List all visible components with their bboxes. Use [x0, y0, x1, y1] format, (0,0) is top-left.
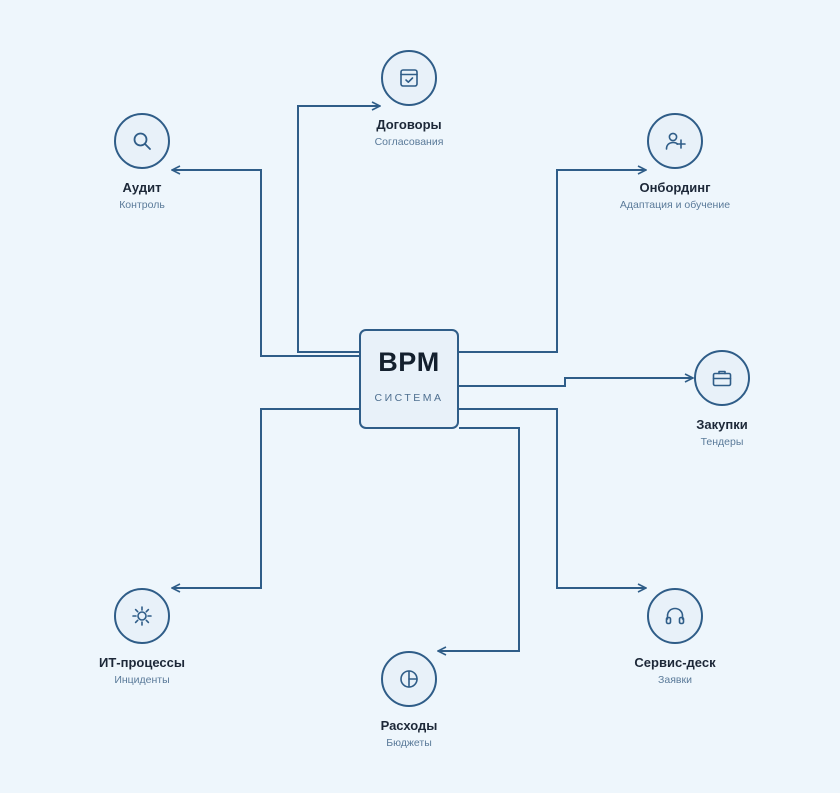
node-it[interactable]: [114, 588, 170, 644]
node-subtitle-servicedesk: Заявки: [658, 674, 692, 686]
edge-raskhody: [438, 427, 520, 651]
node-dogovory[interactable]: [381, 50, 437, 106]
node-title-dogovory: Договоры: [376, 117, 442, 132]
node-servicedesk[interactable]: [647, 588, 703, 644]
node-raskhody[interactable]: [381, 651, 437, 707]
node-title-raskhody: Расходы: [380, 718, 438, 733]
search-icon: [133, 132, 151, 150]
node-subtitle-raskhody: Бюджеты: [386, 737, 432, 749]
budget-circle-icon: [400, 670, 418, 688]
headset-icon: [665, 607, 685, 625]
calendar-check-icon: [400, 69, 418, 87]
node-zakupki[interactable]: [694, 350, 750, 406]
node-title-onboarding: Онбординг: [639, 180, 711, 195]
user-plus-icon: [665, 132, 686, 150]
edge-zakupki: [459, 378, 693, 387]
node-subtitle-onboarding: Адаптация и обучение: [619, 199, 731, 211]
node-title-zakupki: Закупки: [696, 417, 748, 432]
node-subtitle-zakupki: Тендеры: [700, 436, 744, 448]
node-title-audit: Аудит: [122, 180, 162, 195]
hub-node-bpm[interactable]: BPM СИСТЕМА: [359, 329, 459, 429]
node-title-it: ИТ-процессы: [99, 655, 185, 670]
edge-it: [172, 408, 359, 588]
node-subtitle-it: Инциденты: [114, 674, 170, 686]
edge-audit: [172, 170, 359, 357]
edge-onboarding: [459, 170, 646, 353]
bug-icon: [132, 606, 152, 626]
node-title-servicedesk: Сервис-деск: [634, 655, 716, 670]
edge-dogovory: [297, 106, 380, 353]
hub-subtitle: СИСТЕМА: [374, 392, 444, 404]
node-subtitle-dogovory: Согласования: [374, 136, 444, 148]
node-audit[interactable]: [114, 113, 170, 169]
briefcase-icon: [712, 370, 732, 387]
edge-servicedesk: [459, 408, 646, 588]
node-subtitle-audit: Контроль: [119, 199, 165, 211]
hub-title: BPM: [378, 347, 440, 377]
node-onboarding[interactable]: [647, 113, 703, 169]
